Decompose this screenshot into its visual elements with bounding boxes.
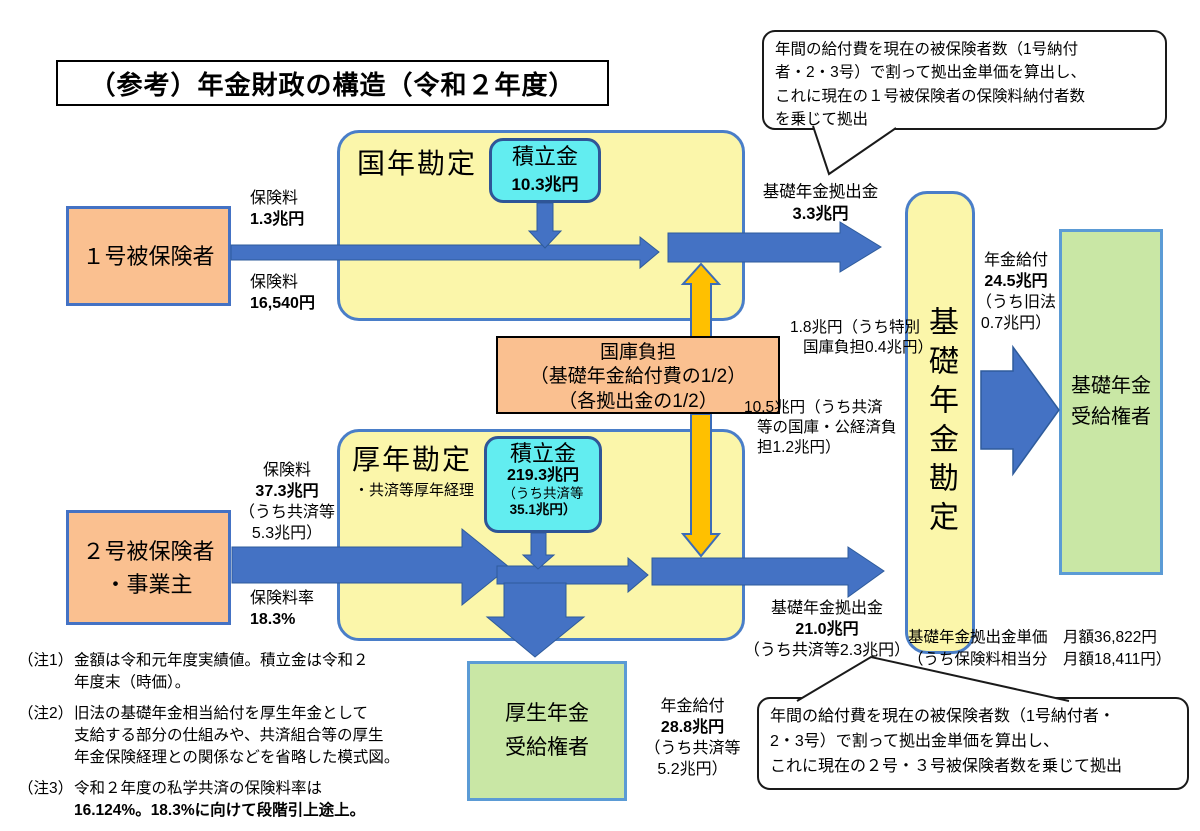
label-line: 担1.2兆円） (757, 439, 841, 457)
label-line: 基礎年金拠出金単価 月額36,822円 (908, 629, 1157, 646)
arrow-pension-kiso (980, 344, 1060, 477)
insured2-label-line: ・事業主 (104, 571, 193, 597)
kosei-beneficiary-line: 厚生年金 (505, 702, 589, 726)
callout-contribution-kounen: 年間の給付費を現在の被保険者数（1号納付者・ 2・3号）で割って拠出金単価を算出… (757, 697, 1189, 790)
label-line: 保険料 (250, 274, 299, 291)
label-line: 0.7兆円） (980, 315, 1052, 333)
page-title: （参考）年金財政の構造（令和２年度） (56, 60, 609, 106)
kokunen-reserve-box: 積立金 10.3兆円 (489, 138, 601, 203)
callout-line: 年間の給付費を現在の被保険者数（1号納付者・ (770, 708, 1115, 725)
insured1-label: １号被保険者 (82, 243, 215, 269)
label-line: （うち共済等 (238, 504, 335, 522)
callout-line: これに現在の１号被保険者の保険料納付者数 (775, 87, 1086, 105)
kokko-bottom-label: 10.5兆円（うち共済 等の国庫・公経済負 担1.2兆円） (744, 398, 914, 458)
premium2-bottom-label: 保険料率 18.3% (250, 588, 314, 630)
kounen-reserve-box: 積立金 219.3兆円 （うち共済等 35.1兆円） (484, 436, 602, 533)
label-line: 24.5兆円 (984, 273, 1048, 291)
label-line: （うち共済等 (644, 740, 741, 758)
footnote-3: （注3） 令和２年度の私学共済の保険料率は 16.124%。18.3%に向けて段… (18, 778, 463, 822)
label-line: 16,540円 (250, 295, 315, 313)
label-line: 国庫負担0.4兆円） (803, 339, 934, 357)
label-line: 3.3兆円 (792, 204, 849, 223)
kokko-line: （各拠出金の1/2） (558, 390, 718, 412)
kosei-beneficiary-line: 受給権者 (505, 736, 589, 759)
label-line: 5.3兆円） (251, 525, 323, 543)
reserve-note: （うち共済等 (502, 486, 584, 502)
top-bubble-tail (812, 125, 897, 176)
label-line: （うち旧法 (975, 294, 1056, 312)
pension-kiso-label: 年金給付 24.5兆円 （うち旧法 0.7兆円） (968, 250, 1064, 334)
kokko-line: （基礎年金給付費の1/2） (529, 366, 747, 388)
kiso-account-box: 基礎年金勘定 (905, 191, 975, 654)
label-line: 18.3% (250, 611, 296, 629)
reserve-label: 積立金 (509, 441, 576, 466)
label-line: 37.3兆円 (255, 483, 319, 501)
label-line: 保険料 (250, 190, 299, 207)
premium2-top-label: 保険料 37.3兆円 （うち共済等 5.3兆円） (238, 460, 336, 544)
callout-line: 者・2・3号）で割って拠出金単価を算出し、 (775, 64, 1086, 82)
page-title-text: （参考）年金財政の構造（令和２年度） (89, 69, 576, 100)
contribution-bottom-label: 基礎年金拠出金 21.0兆円 （うち共済等2.3兆円） (742, 598, 912, 661)
label-line: 21.0兆円 (795, 621, 859, 639)
reserve-label: 積立金 (511, 144, 578, 169)
label-line: 保険料率 (250, 590, 315, 607)
label-line: 基礎年金拠出金 (762, 183, 879, 201)
footnote-tag: （注1） (18, 652, 74, 669)
footnote-line: 16.124%。18.3%に向けて段階引上途上。 (74, 802, 366, 819)
premium1-bottom-label: 保険料 16,540円 (250, 272, 315, 314)
kiso-beneficiary-line: 受給権者 (1071, 406, 1151, 428)
label-line: 5.2兆円） (657, 761, 728, 779)
pension-kosei-label: 年金給付 28.8兆円 （うち共済等 5.2兆円） (630, 696, 755, 780)
label-line: 1.8兆円（うち特別 (790, 319, 921, 336)
footnote-line: 年金保険経理との関係などを省略した模式図。 (74, 749, 400, 766)
callout-contribution-kokunen: 年間の給付費を現在の被保険者数（1号納付 者・2・3号）で割って拠出金単価を算出… (762, 30, 1167, 130)
label-line: （うち保険料相当分 月額18,411円） (908, 651, 1172, 669)
kokko-top-label: 1.8兆円（うち特別 国庫負担0.4兆円） (790, 318, 955, 358)
callout-line: 年間の給付費を現在の被保険者数（1号納付 (775, 41, 1079, 58)
contribution-top-label: 基礎年金拠出金 3.3兆円 (748, 182, 893, 226)
footnote-line: 旧法の基礎年金相当給付を厚生年金として (74, 705, 369, 722)
kounen-account-title: 厚年勘定 (352, 444, 473, 475)
kiso-beneficiary-line: 基礎年金 (1071, 375, 1151, 397)
reserve-note: 35.1兆円） (509, 502, 577, 518)
unit-price-label: 基礎年金拠出金単価 月額36,822円 （うち保険料相当分 月額18,411円） (908, 627, 1200, 672)
kokunen-account-title: 国年勘定 (357, 148, 478, 179)
label-line: 基礎年金拠出金 (770, 600, 883, 617)
label-line: 保険料 (262, 462, 311, 479)
insured2-label-line: ２号被保険者 (82, 538, 215, 564)
callout-line: 2・3号）で割って拠出金単価を算出し、 (770, 732, 1059, 750)
label-line: 年金給付 (660, 698, 725, 715)
footnote-tag: （注3） (18, 780, 74, 797)
reserve-amount: 10.3兆円 (511, 175, 579, 195)
label-line: 10.5兆円（うち共済 (744, 399, 883, 416)
callout-line: これに現在の２号・３号被保険者数を乗じて拠出 (770, 757, 1123, 775)
footnote-2: （注2） 旧法の基礎年金相当給付を厚生年金として 支給する部分の仕組みや、共済組… (18, 703, 463, 769)
footnote-line: 金額は令和元年度実績値。積立金は令和２ (74, 652, 369, 669)
kokko-line: 国庫負担 (599, 342, 676, 363)
footnote-line: 支給する部分の仕組みや、共済組合等の厚生 (74, 727, 384, 744)
label-line: （うち共済等2.3兆円） (743, 642, 911, 660)
kiso-account-title: 基礎年金勘定 (924, 305, 957, 540)
label-line: 等の国庫・公経済負 (757, 419, 897, 437)
callout-line: を乗じて拠出 (775, 110, 869, 128)
label-line: 年金給付 (983, 252, 1048, 269)
reserve-amount: 219.3兆円 (506, 467, 580, 485)
insured1-box: １号被保険者 (66, 206, 231, 306)
label-line: 28.8兆円 (660, 719, 725, 737)
footnote-1: （注1） 金額は令和元年度実績値。積立金は令和２ 年度末（時価）。 (18, 650, 463, 694)
kosei-beneficiary-box: 厚生年金 受給権者 (467, 661, 627, 801)
insured2-box: ２号被保険者 ・事業主 (66, 510, 231, 625)
kokko-futan-box: 国庫負担 （基礎年金給付費の1/2） （各拠出金の1/2） (496, 336, 780, 414)
kounen-account-subtitle: ・共済等厚年経理 (354, 482, 475, 499)
footnote-tag: （注2） (18, 705, 74, 722)
label-line: 1.3兆円 (250, 211, 305, 229)
footnote-line: 令和２年度の私学共済の保険料率は (74, 780, 323, 797)
premium1-top-label: 保険料 1.3兆円 (250, 188, 304, 230)
footnote-line: 年度末（時価）。 (74, 674, 191, 691)
kiso-beneficiary-box: 基礎年金 受給権者 (1059, 229, 1163, 575)
footnotes: （注1） 金額は令和元年度実績値。積立金は令和２ 年度末（時価）。 （注2） 旧… (18, 650, 463, 831)
